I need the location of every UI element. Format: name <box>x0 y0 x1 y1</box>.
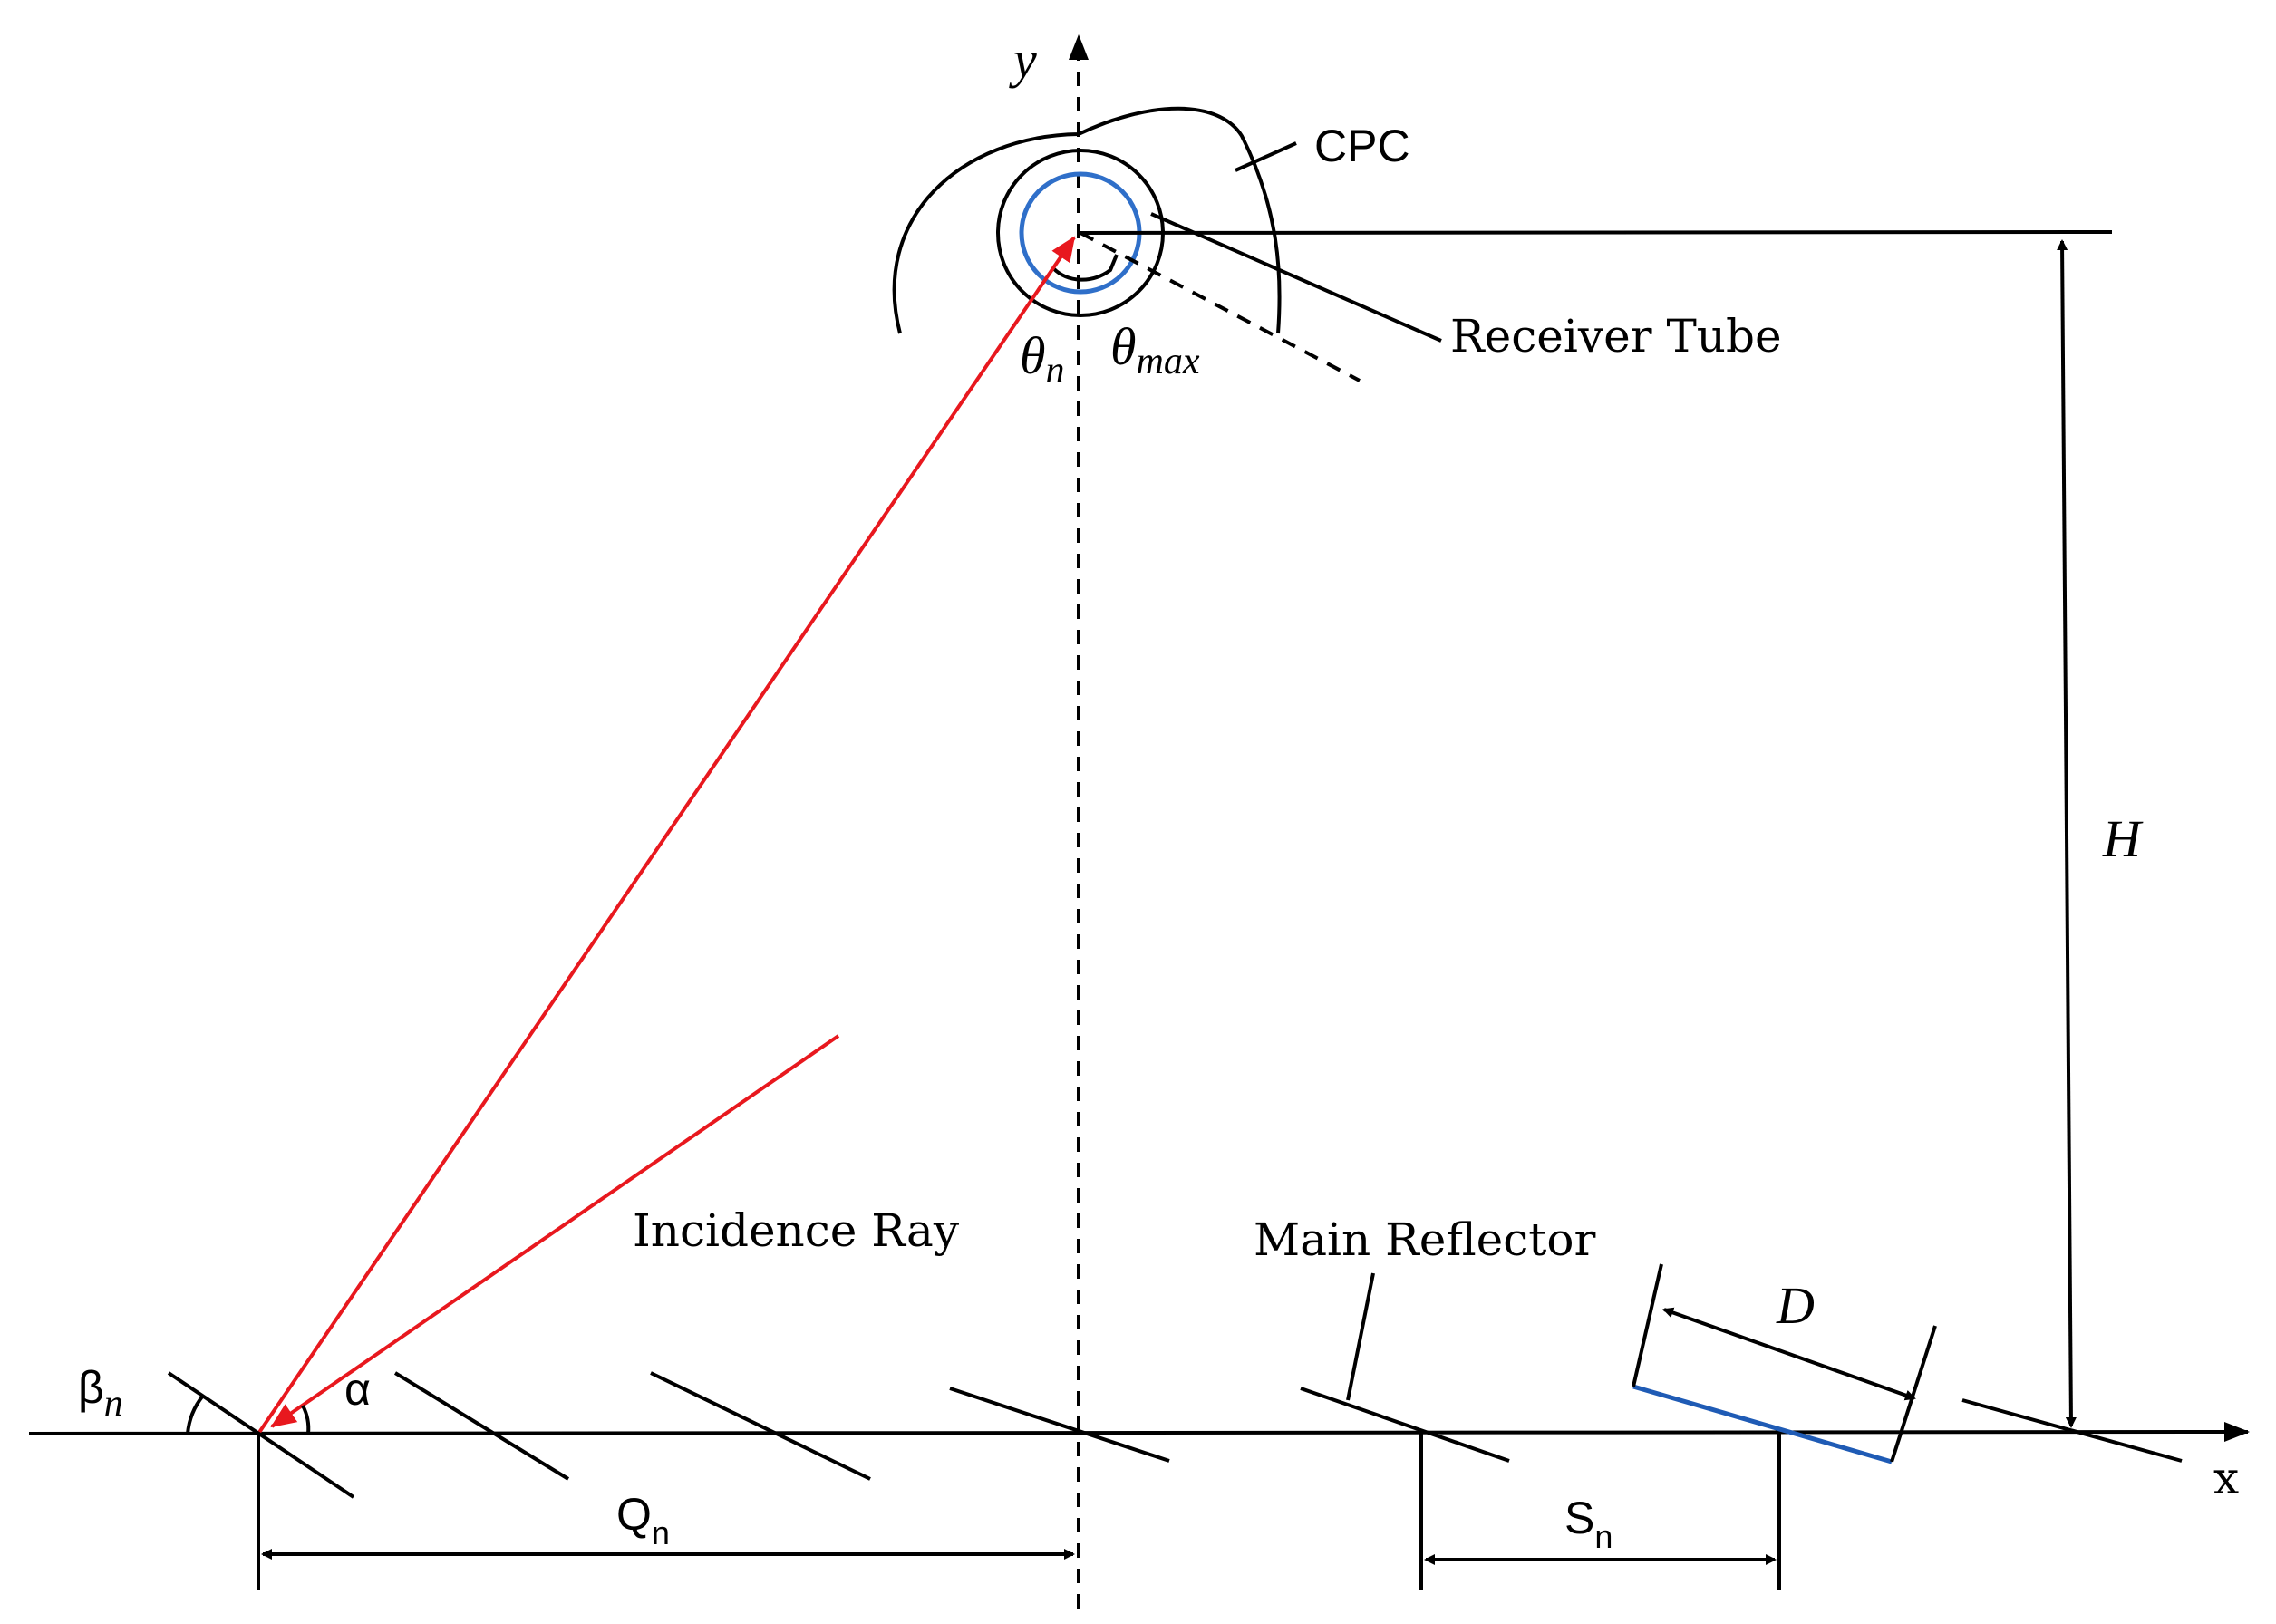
receiver-tube-label: Receiver Tube <box>1450 310 1782 362</box>
receiver-top-line <box>1080 230 2113 235</box>
cpc-reflector <box>892 106 1282 334</box>
qn-label: Qn <box>616 1489 670 1552</box>
x-axis-label: x <box>2213 1452 2239 1504</box>
incidence-ray-label: Incidence Ray <box>633 1204 960 1257</box>
mirror-5 <box>1300 1387 1510 1463</box>
mirror-6-highlighted <box>1632 1384 1893 1464</box>
beta-n-label: βn <box>78 1362 123 1425</box>
mirror-7 <box>1961 1398 2183 1463</box>
beta-angle-arc <box>186 1394 205 1435</box>
reflected-ray <box>257 236 1076 1436</box>
incidence-ray <box>270 1034 840 1428</box>
y-axis-label: y <box>1009 30 1037 89</box>
alpha-angle-arc <box>301 1405 311 1435</box>
main-reflector-label: Main Reflector <box>1254 1213 1595 1266</box>
mirror-6-edge-left <box>1632 1263 1663 1387</box>
mirror-2 <box>393 1371 570 1481</box>
receiver-leader-line <box>1150 212 1442 343</box>
height-dimension <box>2057 239 2077 1428</box>
mirror-1 <box>167 1371 355 1499</box>
theta-max-label: θmax <box>1110 317 1200 382</box>
sn-label: Sn <box>1564 1493 1613 1555</box>
mirror-3 <box>650 1371 871 1481</box>
x-axis <box>28 1422 2250 1443</box>
main-reflector-leader <box>1346 1272 1375 1401</box>
alpha-label: α <box>344 1364 371 1415</box>
height-label: H <box>2102 809 2144 868</box>
mirror-width-dimension <box>1662 1307 1916 1401</box>
cpc-leader-line <box>1235 141 1297 172</box>
theta-arc <box>1051 254 1119 282</box>
theta-max-boundary <box>1080 231 1361 382</box>
theta-n-label: θn <box>1020 326 1065 392</box>
mirror-4 <box>949 1387 1170 1463</box>
mirror-width-label: D <box>1776 1276 1815 1335</box>
cpc-label: CPC <box>1314 121 1410 171</box>
